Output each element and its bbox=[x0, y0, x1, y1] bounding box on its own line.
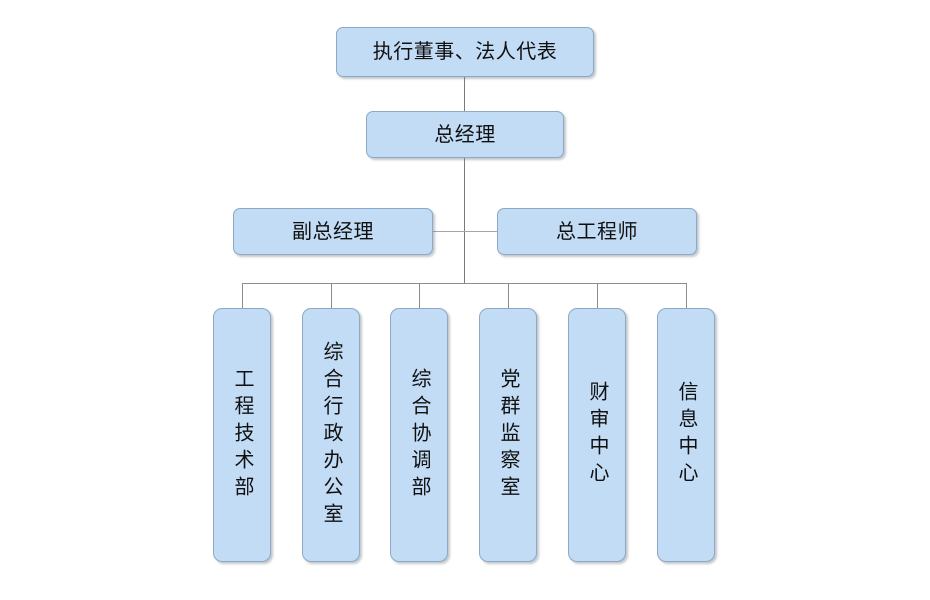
node-information-center-label: 信息中心 bbox=[675, 381, 697, 489]
node-deputy-general-manager-label: 副总经理 bbox=[292, 220, 374, 243]
node-information-center[interactable]: 信息中心 bbox=[657, 308, 715, 562]
node-executive-director-label: 执行董事、法人代表 bbox=[372, 41, 558, 63]
node-engineering-technology-dept[interactable]: 工程技术部 bbox=[213, 308, 271, 562]
node-general-administration-office-label: 综合行政办公室 bbox=[320, 340, 342, 530]
connector-drop-party-supervision-office bbox=[508, 283, 509, 308]
connector-trunk-to-chief-engineer bbox=[464, 231, 498, 232]
node-party-supervision-office-label: 党群监察室 bbox=[497, 367, 519, 503]
node-general-administration-office[interactable]: 综合行政办公室 bbox=[302, 308, 360, 562]
connector-drop-finance-audit-center bbox=[597, 283, 598, 308]
node-chief-engineer[interactable]: 总工程师 bbox=[497, 208, 697, 255]
node-general-manager-label: 总经理 bbox=[434, 123, 496, 146]
connector-general-manager-trunk bbox=[464, 158, 465, 283]
connector-drop-information-center bbox=[686, 283, 687, 308]
connector-department-bus bbox=[242, 283, 687, 284]
node-finance-audit-center[interactable]: 财审中心 bbox=[568, 308, 626, 562]
node-general-coordination-dept-label: 综合协调部 bbox=[408, 367, 430, 503]
node-deputy-general-manager[interactable]: 副总经理 bbox=[233, 208, 433, 255]
connector-drop-general-coordination-dept bbox=[419, 283, 420, 308]
node-finance-audit-center-label: 财审中心 bbox=[586, 381, 608, 489]
node-party-supervision-office[interactable]: 党群监察室 bbox=[479, 308, 537, 562]
connector-drop-engineering-technology-dept bbox=[242, 283, 243, 308]
connector-deputy-gm-to-trunk bbox=[433, 231, 465, 232]
node-chief-engineer-label: 总工程师 bbox=[556, 220, 638, 243]
connector-executive-to-general-manager bbox=[464, 77, 465, 111]
node-executive-director[interactable]: 执行董事、法人代表 bbox=[336, 27, 594, 77]
node-engineering-technology-dept-label: 工程技术部 bbox=[231, 367, 253, 503]
node-general-coordination-dept[interactable]: 综合协调部 bbox=[390, 308, 448, 562]
connector-drop-general-administration-office bbox=[331, 283, 332, 308]
node-general-manager[interactable]: 总经理 bbox=[366, 111, 564, 158]
